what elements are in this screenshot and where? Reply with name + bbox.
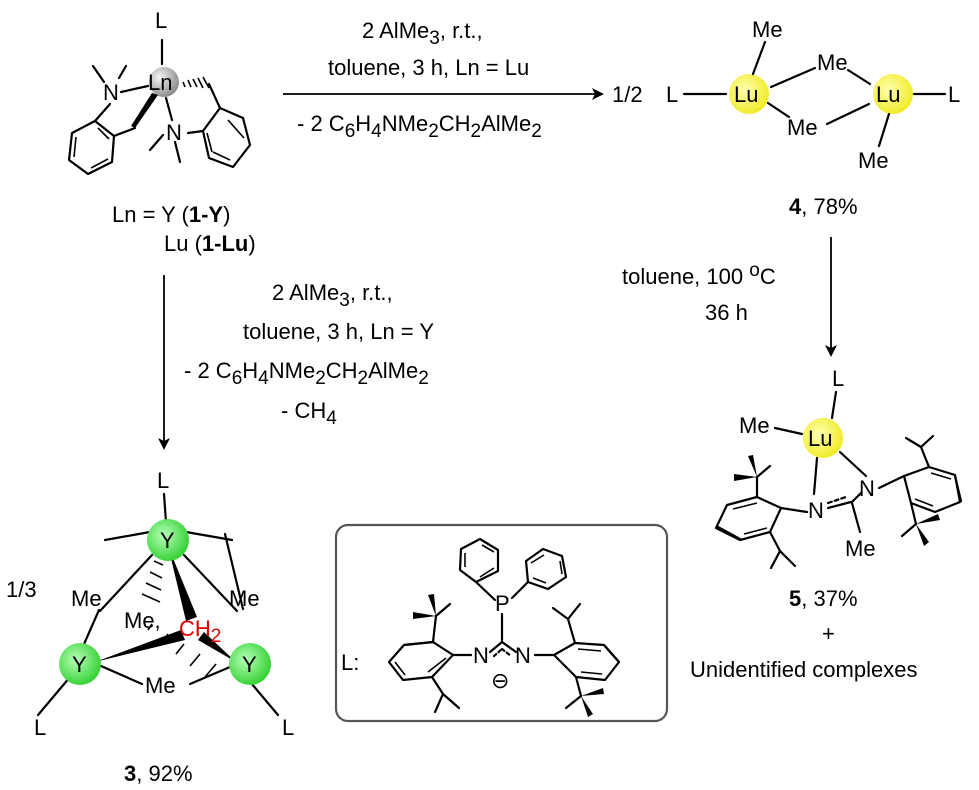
compound3-me-center: Me, — [124, 608, 161, 633]
compound3-L-top: L — [157, 468, 169, 493]
compound4-me-bridge-top: Me — [817, 50, 848, 75]
arrow-left-line4: - CH4 — [281, 398, 337, 429]
compound-5: L Lu Me N N Me — [690, 366, 963, 682]
compound4-me-bridge-bottom: Me — [787, 115, 818, 140]
wedge-bond-icon — [95, 630, 185, 662]
compound3-Y-left: Y — [72, 652, 87, 677]
lu-atom-icon — [803, 418, 843, 458]
compound4-me-top: Me — [752, 17, 783, 42]
compound1-N-left: N — [103, 80, 119, 105]
compound1-label-Lu: Lu (1-Lu) — [164, 231, 256, 256]
ln-atom-icon — [149, 67, 179, 97]
compound3-me-bottom: Me — [145, 673, 176, 698]
compound-3: 1/3 L — [6, 468, 294, 786]
y-atom-left-icon — [59, 643, 101, 685]
compound1-metal: Ln — [148, 70, 172, 95]
compound3-Y-top: Y — [160, 528, 175, 553]
compound4-label: 4, 78% — [789, 194, 858, 219]
compound1-N-right: N — [166, 120, 182, 145]
compound5-me-left: Me — [739, 413, 770, 438]
arrow-left: 2 AlMe3, r.t., toluene, 3 h, Ln = Y - 2 … — [158, 275, 434, 450]
compound3-L-right: L — [282, 715, 294, 740]
lu-atom-left-icon — [729, 74, 769, 114]
arrow-right-line1: toluene, 100 oC — [622, 260, 776, 289]
y-atom-right-icon — [229, 643, 271, 685]
arrow-left-line1: 2 AlMe3, r.t., — [272, 280, 393, 311]
ligand-label: L: — [341, 650, 359, 675]
compound1-ligand-L: L — [155, 8, 167, 33]
compound4-Lu-left: Lu — [734, 82, 758, 107]
compound5-N-right: N — [859, 476, 875, 501]
compound3-label: 3, 92% — [124, 761, 193, 786]
compound5-L: L — [832, 366, 844, 391]
compound-4: 1/2 L Lu Me Me Me Lu L Me 4, 78% — [612, 17, 960, 219]
compound5-other-products: Unidentified complexes — [690, 657, 917, 682]
compound4-L-right: L — [948, 82, 960, 107]
wedge-bond-icon — [198, 632, 236, 662]
arrow-right-line2: 36 h — [705, 300, 748, 325]
arrow-top-line1: 2 AlMe3, r.t., — [362, 18, 483, 49]
ligand-definition-box: L: P N N ⊖ — [334, 523, 669, 723]
compound5-me-bottom: Me — [845, 536, 876, 561]
compound-1: L Ln N N — [67, 8, 256, 256]
compound5-N-left: N — [808, 498, 824, 523]
compound4-L-left: L — [666, 82, 678, 107]
compound5-Lu: Lu — [808, 426, 832, 451]
ligand-N-right: N — [515, 643, 531, 668]
ligand-charge-icon: ⊖ — [491, 668, 509, 693]
arrow-left-line2: toluene, 3 h, Ln = Y — [243, 319, 434, 344]
arrow-top: 2 AlMe3, r.t., toluene, 3 h, Ln = Lu - 2… — [283, 18, 604, 142]
compound4-Lu-right: Lu — [876, 82, 900, 107]
wedge-bond-icon — [131, 93, 158, 128]
compound5-plus: + — [822, 621, 835, 646]
arrow-left-line3: - 2 C6H4NMe2CH2AlMe2 — [184, 358, 429, 389]
compound1-label-Y: Ln = Y (1-Y) — [112, 202, 230, 227]
lu-atom-right-icon — [873, 74, 913, 114]
hashed-bond-icon — [182, 76, 210, 89]
y-atom-top-icon — [147, 519, 189, 561]
wedge-bond-icon — [168, 546, 197, 621]
compound4-coefficient: 1/2 — [612, 82, 643, 107]
compound3-me-left: Me — [71, 586, 102, 611]
arrow-right: toluene, 100 oC 36 h — [622, 237, 837, 357]
ligand-N-left: N — [473, 643, 489, 668]
ligand-P: P — [495, 591, 510, 616]
compound3-L-left: L — [34, 715, 46, 740]
compound4-me-bottom: Me — [858, 148, 889, 173]
compound3-me-right: Me — [229, 586, 260, 611]
compound3-coefficient: 1/3 — [6, 577, 37, 602]
compound5-label: 5, 37% — [789, 586, 858, 611]
hashed-bond-icon — [147, 623, 217, 678]
compound3-methylene: CH2 — [179, 616, 221, 647]
arrow-top-line2: toluene, 3 h, Ln = Lu — [328, 55, 529, 80]
arrow-top-line3: - 2 C6H4NMe2CH2AlMe2 — [297, 111, 542, 142]
compound3-Y-right: Y — [242, 652, 257, 677]
